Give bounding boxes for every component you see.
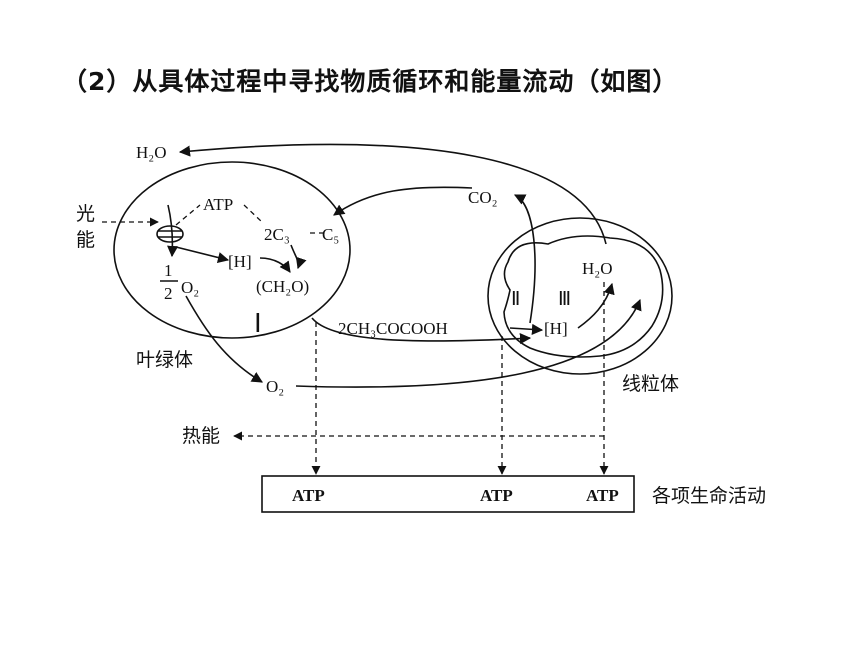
thylakoid-icon xyxy=(156,225,184,243)
label-atp-2: ATP xyxy=(480,486,513,505)
label-h2o-top: H₂O xyxy=(136,143,166,162)
label-life-activities: 各项生命活动 xyxy=(652,485,766,507)
label-chloroplast: 叶绿体 xyxy=(136,349,193,371)
label-half-num: 1 xyxy=(164,261,173,280)
label-roman-2: Ⅱ xyxy=(511,289,520,310)
label-pyruvate: 2CH₃COCOOH xyxy=(338,319,448,338)
label-o2-mid: O₂ xyxy=(266,377,284,396)
label-light-1: 光 xyxy=(76,203,95,225)
heading: （2）从具体过程中寻找物质循环和能量流动（如图） xyxy=(62,67,679,96)
label-h-chloroplast: [H] xyxy=(228,252,252,271)
label-o2-chloroplast: O₂ xyxy=(181,278,199,297)
label-atp-chloroplast: ATP xyxy=(203,195,233,214)
label-ch2o: (CH₂O) xyxy=(256,277,309,296)
label-co2: CO₂ xyxy=(468,188,498,207)
label-roman-3: Ⅲ xyxy=(558,289,571,310)
mitochondrion-inner xyxy=(503,235,664,358)
atp-box xyxy=(261,475,635,513)
label-c3: 2C₃ xyxy=(264,225,290,244)
label-h2o-mito: H₂O xyxy=(582,259,612,278)
label-heat: 热能 xyxy=(182,425,220,447)
chloroplast-outline xyxy=(113,161,351,339)
label-h-mito: [H] xyxy=(544,319,568,338)
label-light-2: 能 xyxy=(76,229,95,251)
label-c5: C₅ xyxy=(322,225,339,244)
mitochondrion-outer xyxy=(487,217,673,375)
label-atp-1: ATP xyxy=(292,486,325,505)
label-half-den: 2 xyxy=(164,284,173,303)
label-roman-1: Ⅰ xyxy=(254,309,262,338)
label-atp-3: ATP xyxy=(586,486,619,505)
label-mitochondrion: 线粒体 xyxy=(622,373,679,395)
